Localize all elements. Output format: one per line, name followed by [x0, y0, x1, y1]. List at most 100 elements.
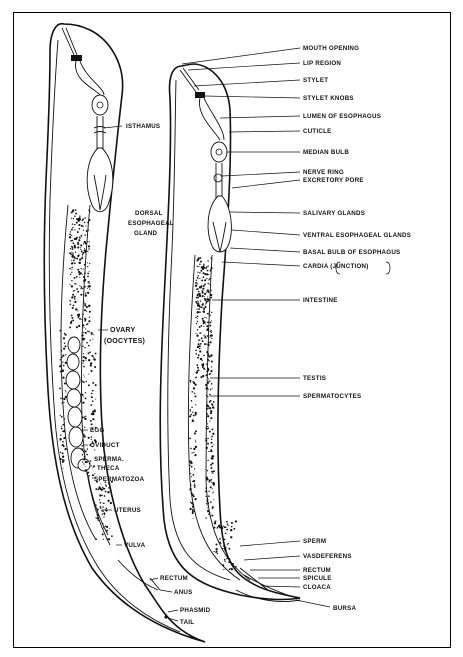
stipple-dot [83, 230, 84, 231]
stipple-dot [206, 413, 208, 415]
stipple-dot [86, 231, 87, 232]
stipple-dot [81, 286, 83, 288]
stipple-dot [82, 254, 83, 255]
stipple-dot [63, 430, 65, 432]
stipple-dot [74, 277, 76, 279]
stipple-dot [63, 402, 64, 403]
stipple-dot [233, 528, 235, 530]
stipple-dot [75, 308, 77, 310]
stipple-dot [85, 416, 86, 417]
stipple-dot [81, 416, 83, 418]
stipple-dot [107, 500, 109, 502]
stipple-dot [77, 231, 79, 233]
stipple-dot [213, 455, 215, 457]
stipple-dot [203, 311, 205, 313]
stipple-dot [207, 344, 209, 346]
stipple-dot [87, 448, 88, 449]
stipple-dot [230, 568, 231, 569]
stipple-dot [82, 256, 83, 257]
stipple-dot [77, 246, 79, 248]
stipple-dot [100, 506, 102, 508]
stipple-dot [211, 330, 212, 331]
stipple-dot [210, 410, 212, 412]
stipple-dot [104, 514, 105, 515]
stipple-dot [78, 224, 80, 226]
stipple-dot [197, 283, 198, 284]
stipple-dot [190, 473, 191, 474]
stipple-dot [210, 450, 212, 452]
stipple-dot [207, 443, 209, 445]
stipple-dot [203, 335, 204, 336]
stipple-dot [191, 492, 193, 494]
stipple-dot [83, 268, 84, 269]
stipple-dot [84, 264, 86, 266]
stipple-dot [85, 294, 87, 296]
stipple-dot [207, 300, 208, 301]
stipple-dot [73, 218, 74, 219]
stipple-dot [210, 486, 212, 488]
stipple-dot [82, 346, 83, 347]
stipple-dot [59, 438, 61, 440]
stipple-dot [102, 533, 104, 535]
stipple-dot [190, 484, 191, 485]
label-cloaca: CLOACA [303, 584, 331, 591]
stipple-dot [88, 219, 90, 221]
stipple-dot [60, 434, 61, 435]
stipple-dot [84, 435, 86, 437]
stipple-dot [190, 502, 191, 503]
stipple-dot [90, 404, 92, 406]
stipple-dot [61, 357, 62, 358]
stipple-dot [195, 440, 196, 441]
stipple-dot [206, 408, 208, 410]
stipple-dot [74, 224, 75, 225]
female-median-bulb [92, 95, 108, 115]
stipple-dot [207, 377, 208, 378]
stipple-dot [83, 294, 84, 295]
stipple-dot [226, 521, 228, 523]
stipple-dot [83, 416, 85, 418]
label-spermatozoa: SPERMATOZOA [94, 476, 145, 483]
stipple-dot [103, 539, 104, 540]
stipple-dot [83, 381, 85, 383]
stipple-dot [73, 290, 74, 291]
stipple-dot [212, 388, 213, 389]
stipple-dot [212, 506, 214, 508]
stipple-dot [64, 448, 66, 450]
stipple-dot [229, 568, 231, 570]
stipple-dot [76, 222, 78, 224]
stipple-dot [209, 311, 210, 312]
stipple-dot [191, 466, 192, 467]
stipple-dot [223, 526, 224, 527]
stipple-dot [197, 316, 199, 318]
stipple-dot [103, 516, 104, 517]
stipple-dot [196, 323, 197, 324]
stipple-dot [232, 563, 234, 565]
stipple-dot [103, 488, 105, 490]
stipple-dot [198, 301, 199, 302]
stipple-dot [107, 538, 109, 540]
stipple-dot [203, 322, 205, 324]
stipple-dot [197, 266, 198, 267]
stipple-dot [195, 414, 197, 416]
label-rectum-male: RECTUM [303, 567, 331, 574]
stipple-dot [231, 526, 233, 528]
stipple-dot [208, 491, 209, 492]
stipple-dot [88, 345, 90, 347]
stipple-dot [60, 440, 61, 441]
stipple-dot [65, 391, 66, 392]
stipple-dot [94, 411, 96, 413]
stipple-dot [208, 513, 210, 515]
stipple-dot [70, 253, 72, 255]
stipple-dot [90, 460, 92, 462]
stipple-dot [209, 278, 210, 279]
stipple-dot [208, 378, 209, 379]
stipple-dot [79, 218, 81, 220]
stipple-dot [74, 296, 76, 298]
stipple-dot [82, 324, 84, 326]
stipple-dot [190, 448, 192, 450]
stipple-dot [74, 238, 76, 240]
male-nerve-ring [214, 174, 222, 182]
stipple-dot [84, 427, 85, 428]
stipple-dot [211, 446, 213, 448]
stipple-dot [83, 276, 85, 278]
